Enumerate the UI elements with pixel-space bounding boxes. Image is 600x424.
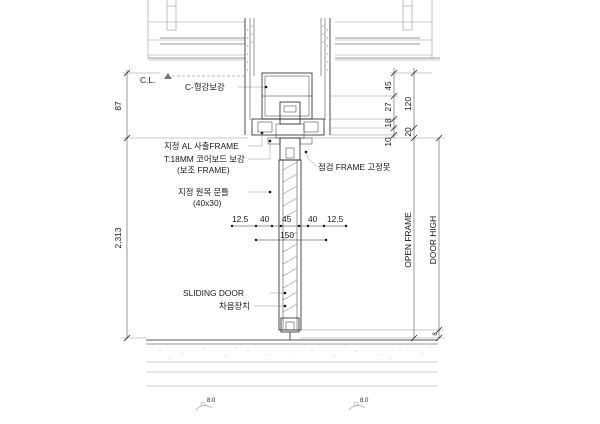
head-frame [244,18,331,145]
dim-20: 20 [403,127,413,137]
floor-section: 8.0 8.0 [146,339,438,411]
door-high-label: DOOR HIGH [428,216,438,264]
open-frame-label: OPEN FRAME [403,212,413,268]
floor-heating-mark-right: 8.0 [348,398,369,411]
dim-45: 45 [383,81,393,91]
floor-heating-mark-left: 8.0 [195,398,216,411]
core-board-label: T:18MM 코어보드 보강 [164,154,245,164]
al-frame-label: 지정 AL 사출FRAME [164,141,239,151]
centerline-label: C.L. [140,75,155,85]
callouts: C.L. C-형강보강 지정 AL 사출FRAME T:18MM 코어보드 보강… [140,75,391,311]
dim-120: 120 [403,97,413,111]
left-vertical-dimension: 87 2,313 [113,69,248,342]
width-dimensions: 12.5 40 45 40 12.5 150 [230,214,348,242]
dim-27: 27 [383,102,393,112]
svg-text:8.0: 8.0 [360,398,369,404]
c-channel-label: C-형강보강 [185,82,225,92]
dim-12-5-right: 12.5 [327,214,344,224]
dim-8: 8 [433,332,439,336]
dim-40-right: 40 [308,214,318,224]
right-vertical-dimensions: 45 27 18 10 120 20 8 OPEN FRAME DOOR HIG… [300,68,444,342]
dim-150: 150 [280,230,294,240]
door-leaf [278,137,302,340]
stopper-label: 차음장치 [219,301,250,311]
dim-87: 87 [113,101,123,111]
dim-12-5-left: 12.5 [232,214,249,224]
svg-text:8.0: 8.0 [207,398,216,404]
dim-2313: 2,313 [113,227,123,248]
sliding-door-label: SLIDING DOOR [183,288,244,298]
wood-bar-sub-label: (40x30) [193,198,222,208]
inspection-frame-label: 점검 FRAME 고정못 [318,162,391,172]
core-board-sub-label: (보조 FRAME) [177,165,230,175]
ceiling-structure [147,0,440,61]
wood-bar-label: 지정 원목 문틀 [178,187,229,197]
dim-45-width: 45 [282,214,292,224]
dim-40-left: 40 [260,214,270,224]
insulation-fill [246,25,329,71]
centerline-marker [164,73,245,79]
dim-10: 10 [383,137,393,147]
door-core-hatch [282,161,298,313]
dim-18: 18 [383,118,393,128]
floor-speckle [159,345,431,359]
